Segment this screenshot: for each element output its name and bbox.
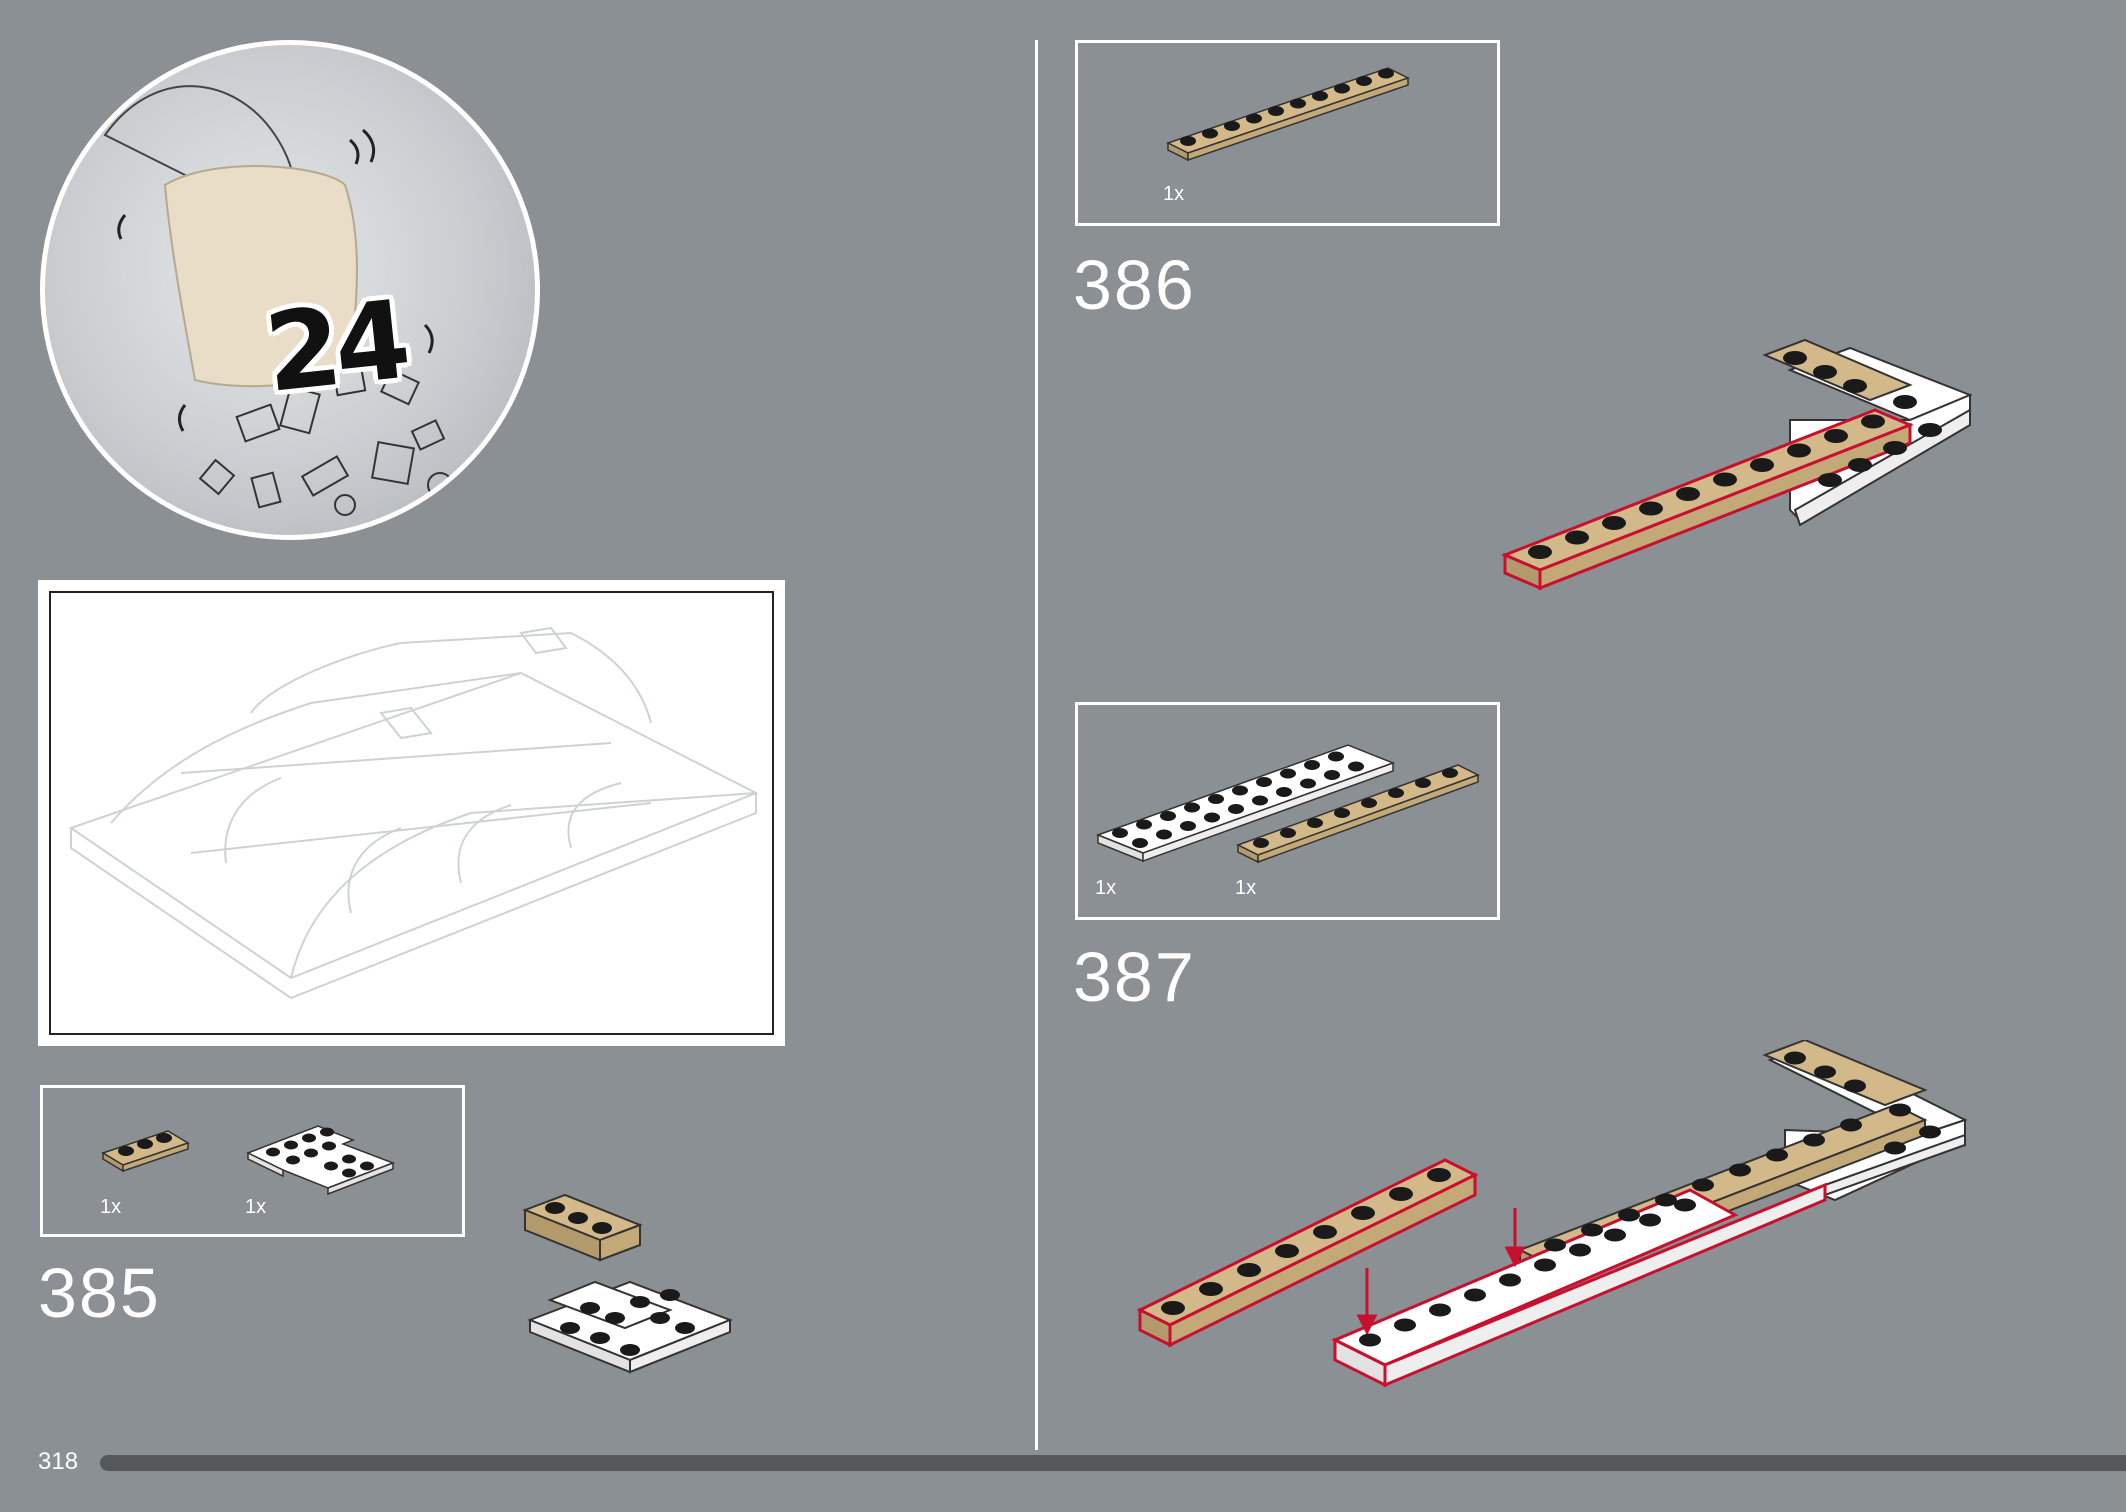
bag-hand-icon (103, 85, 453, 516)
step-number: 385 (38, 1254, 161, 1332)
tan-plate-1x8-icon (1236, 764, 1480, 864)
parts-callout-385: 1x 1x (40, 1085, 465, 1237)
book-progress-fill (100, 1455, 2126, 1471)
bag-number: 24 (259, 278, 411, 417)
book-progress-bar (100, 1455, 2126, 1471)
page-number: 318 (38, 1448, 79, 1475)
quantity-label: 1x (1235, 877, 1257, 899)
step-385-assembly (522, 1193, 733, 1374)
white-plate-2x10-icon (1095, 744, 1396, 863)
quantity-label: 1x (245, 1196, 267, 1218)
greenhouse-roof-drawing (68, 626, 759, 1000)
parts-callout-387: 1x 1x (1075, 702, 1500, 920)
step-number: 387 (1073, 938, 1196, 1016)
model-preview-frame (38, 580, 785, 1046)
tan-plate-1x10-icon (1166, 67, 1410, 162)
quantity-label: 1x (1095, 877, 1117, 899)
page-divider (1035, 40, 1038, 1450)
parts-callout-386: 1x (1075, 40, 1500, 226)
step-number: 386 (1073, 246, 1196, 324)
quantity-label: 1x (1163, 183, 1185, 205)
white-plate-corner-icon (246, 1125, 396, 1196)
step-387-assembly (1136, 1040, 1968, 1388)
quantity-label: 1x (100, 1196, 122, 1218)
model-preview (49, 591, 774, 1035)
step-386-assembly (1501, 338, 1973, 591)
tan-plate-1x3-icon (101, 1130, 190, 1173)
bag-open-illustration: 24 (40, 40, 540, 540)
